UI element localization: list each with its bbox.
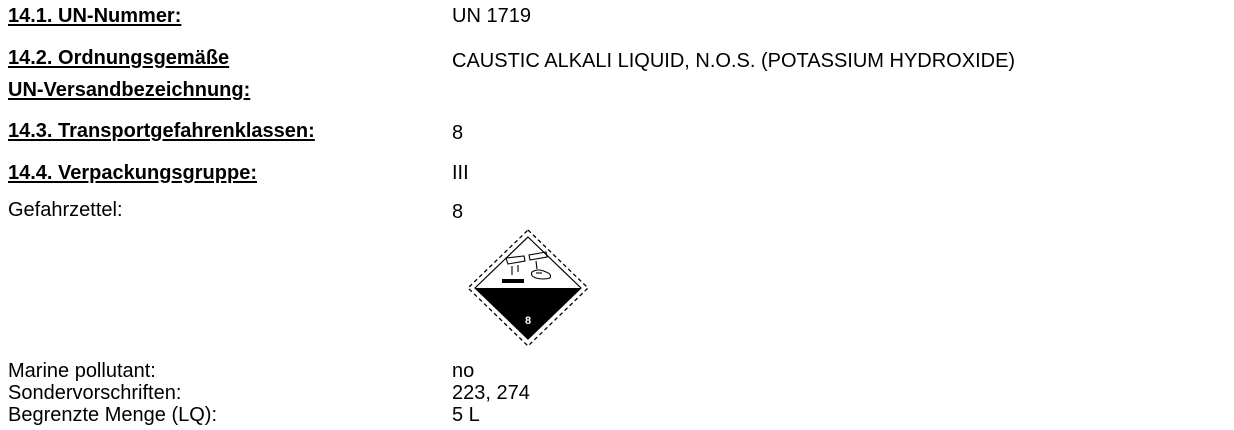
un-number-value: UN 1719 xyxy=(452,5,531,27)
pictogram-class-number: 8 xyxy=(525,315,531,327)
special-provisions-label: Sondervorschriften: xyxy=(8,382,182,404)
hazard-class-label: 14.3. Transportgefahrenklassen: xyxy=(8,120,315,142)
hazard-class-value: 8 xyxy=(452,122,464,144)
packing-group-value: III xyxy=(452,162,469,184)
limited-quantity-label: Begrenzte Menge (LQ): xyxy=(8,404,217,426)
packing-group-label: 14.4. Verpackungsgruppe: xyxy=(8,162,257,184)
marine-pollutant-label: Marine pollutant: xyxy=(8,360,156,382)
shipping-name-label-line2: UN-Versandbezeichnung: xyxy=(8,79,251,101)
corrosion-symbol-icon xyxy=(505,251,552,280)
hazard-label-label: Gefahrzettel: xyxy=(8,199,123,221)
shipping-name-value: CAUSTIC ALKALI LIQUID, N.O.S. (POTASSIUM… xyxy=(452,50,1016,72)
un-number-label: 14.1. UN-Nummer: xyxy=(8,5,182,27)
limited-quantity-value: 5 L xyxy=(452,404,480,426)
shipping-name-label-line1: 14.2. Ordnungsgemäße xyxy=(8,47,230,69)
corrosive-hazard-label-icon: 8 xyxy=(467,229,589,347)
marine-pollutant-value: no xyxy=(452,360,475,382)
special-provisions-value: 223, 274 xyxy=(452,382,530,404)
hazard-label-value: 8 xyxy=(452,201,464,223)
